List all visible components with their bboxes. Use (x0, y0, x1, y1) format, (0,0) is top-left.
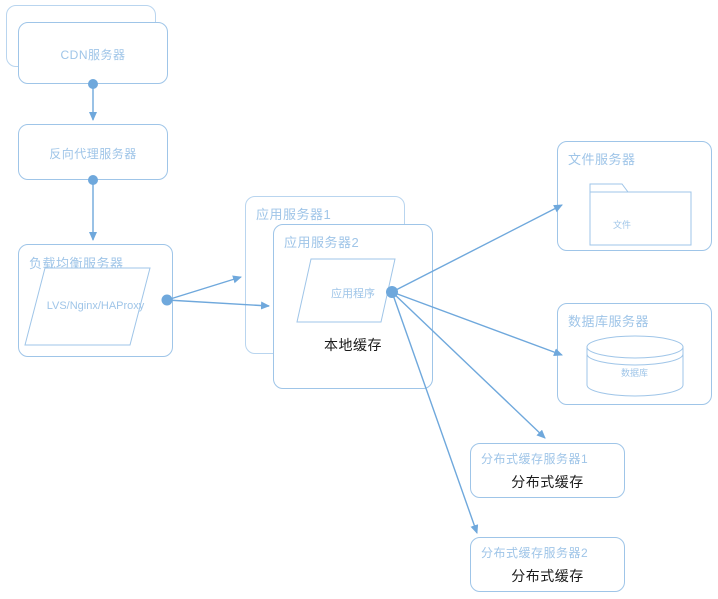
file-label: 文件 (612, 220, 631, 230)
lvs-nginx-haproxy-label: LVS/Nginx/HAProxy (46, 300, 145, 312)
distributed-cache-2-body: 分布式缓存 (511, 568, 584, 584)
cdn-server-label: CDN服务器 (60, 48, 126, 62)
reverse-proxy-server-node[interactable]: 反向代理服务器 (18, 124, 168, 180)
database-server-node[interactable]: 数据库服务器 (557, 303, 712, 405)
app-server-1-label: 应用服务器1 (256, 207, 332, 222)
distributed-cache-server-2-node[interactable]: 分布式缓存服务器2 分布式缓存 (470, 537, 625, 592)
database-label: 数据库 (620, 368, 648, 378)
app-program-label: 应用程序 (331, 288, 375, 300)
file-server-node[interactable]: 文件服务器 (557, 141, 712, 251)
distributed-cache-server-1-label: 分布式缓存服务器1 (481, 452, 589, 466)
cdn-server-node[interactable]: CDN服务器 (18, 22, 168, 84)
distributed-cache-1-body: 分布式缓存 (511, 474, 584, 490)
distributed-cache-server-2-label: 分布式缓存服务器2 (481, 546, 589, 560)
load-balancer-server-label: 负载均衡服务器 (29, 256, 124, 271)
app-server-2-node[interactable]: 应用服务器2 本地缓存 (273, 224, 433, 389)
database-server-label: 数据库服务器 (568, 314, 650, 329)
edge-load-balancer-to-app-server-1 (166, 275, 242, 301)
distributed-cache-server-1-node[interactable]: 分布式缓存服务器1 分布式缓存 (470, 443, 625, 498)
file-server-label: 文件服务器 (568, 152, 636, 167)
reverse-proxy-server-label: 反向代理服务器 (49, 147, 137, 161)
app-server-2-label: 应用服务器2 (284, 235, 360, 250)
local-cache-label: 本地缓存 (324, 337, 382, 353)
